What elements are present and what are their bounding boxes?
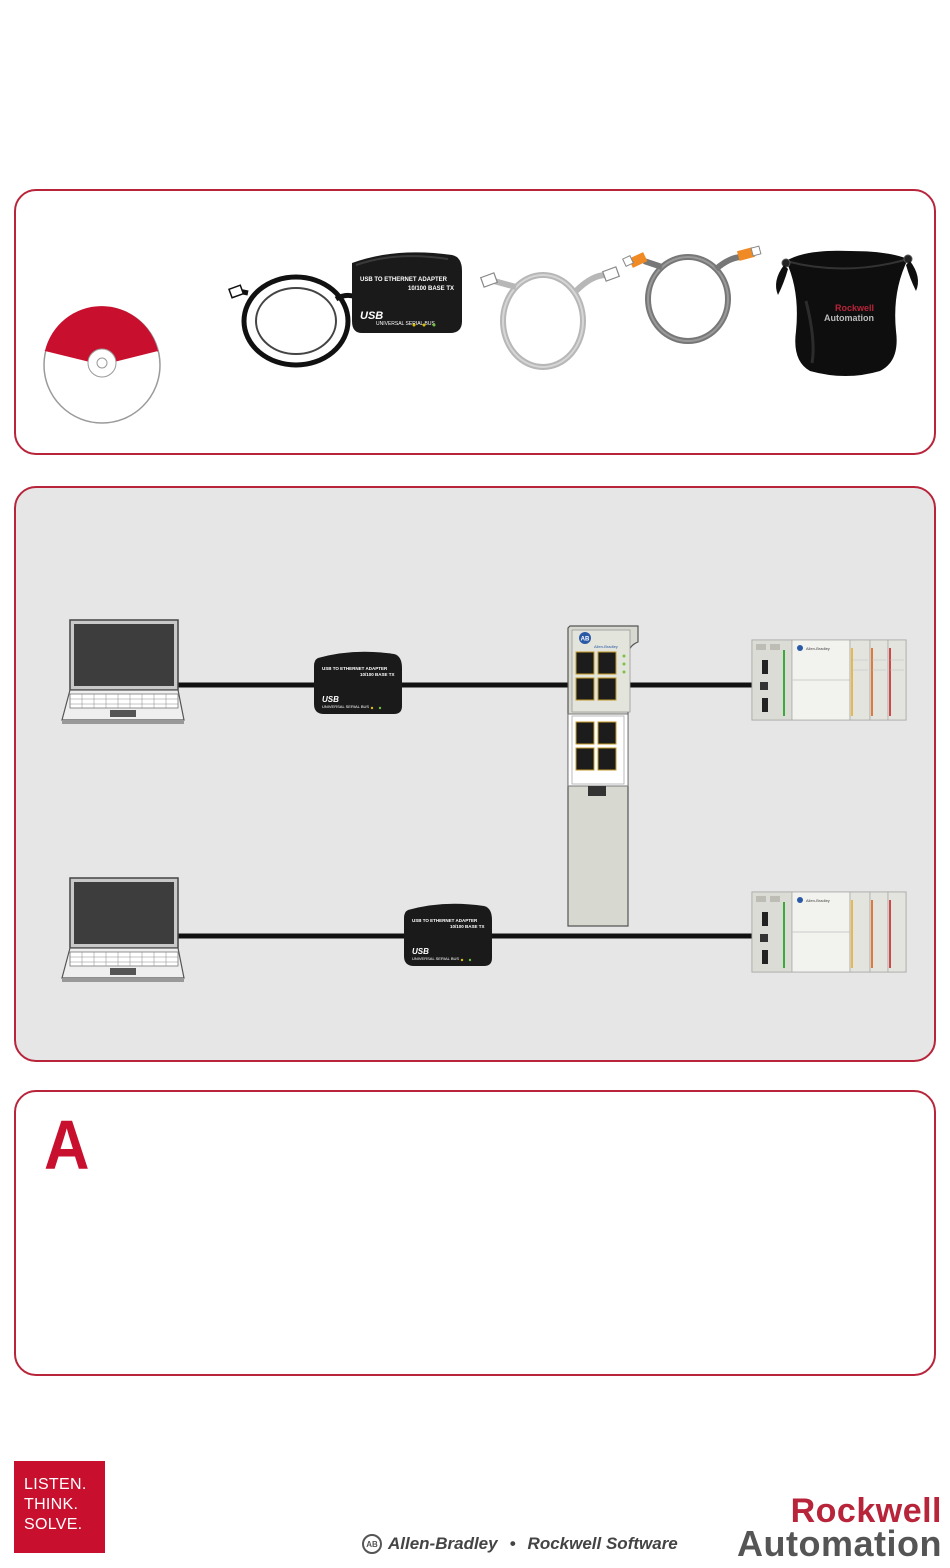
usb-ethernet-adapter-icon: USB TO ETHERNET ADAPTER 10/100 BASE TX U… <box>228 252 462 368</box>
brand-allen-bradley: Allen-Bradley <box>388 1534 498 1553</box>
adapter-label-2: 10/100 BASE TX <box>450 924 485 929</box>
step-letter: A <box>44 1106 90 1184</box>
adapter-bus: UNIVERSAL SERIAL BUS <box>412 956 459 961</box>
tagline-line-3: SOLVE. <box>24 1516 83 1533</box>
ethernet-switch-icon: AB Allen-Bradley <box>567 625 639 927</box>
controller-brand: Allen-Bradley <box>806 646 830 651</box>
direct-connection-row: USB TO ETHERNET ADAPTER 10/100 BASE TX U… <box>61 877 907 982</box>
adapter-bus: UNIVERSAL SERIAL BUS <box>322 704 369 709</box>
listen-think-solve-logo: LISTEN. THINK. SOLVE. <box>14 1461 105 1553</box>
controller-icon: Allen-Bradley <box>751 639 907 721</box>
adapter-label-1: USB TO ETHERNET ADAPTER <box>412 918 478 923</box>
kit-adapter-label-2: 10/100 BASE TX <box>408 286 454 292</box>
connection-diagram-panel: USB TO ETHERNET ADAPTER 10/100 BASE TX U… <box>14 486 936 1062</box>
ra-logo-line-1: Rockwell <box>790 1492 942 1530</box>
adapter-label-2: 10/100 BASE TX <box>360 672 395 677</box>
kit-contents-illustration: USB TO ETHERNET ADAPTER 10/100 BASE TX U… <box>43 245 918 424</box>
connection-diagram: USB TO ETHERNET ADAPTER 10/100 BASE TX U… <box>61 619 907 982</box>
note-panel: A <box>14 1090 936 1376</box>
tagline-line-1: LISTEN. <box>24 1476 87 1493</box>
kit-adapter-bus: UNIVERSAL SERIAL BUS <box>376 321 435 327</box>
brand-rockwell-software: Rockwell Software <box>527 1534 678 1553</box>
laptop-icon <box>61 619 185 724</box>
tagline-line-2: THINK. <box>24 1496 79 1513</box>
network-connection-row: USB TO ETHERNET ADAPTER 10/100 BASE TX U… <box>61 619 907 927</box>
adapter-usb: USB <box>322 695 339 704</box>
pouch-brand-line1: Rockwell <box>835 303 874 313</box>
laptop-icon <box>61 877 185 982</box>
grey-ethernet-cable-icon <box>479 266 621 370</box>
brand-separator: • <box>509 1534 516 1553</box>
software-cd-icon <box>43 306 161 424</box>
brand-line: AB Allen-Bradley • Rockwell Software <box>362 1534 678 1554</box>
pouch-brand-line2: Automation <box>824 313 874 323</box>
controller-brand: Allen-Bradley <box>806 898 830 903</box>
allen-bradley-logo-icon: AB <box>362 1534 382 1554</box>
crossover-ethernet-cable-icon <box>622 245 762 344</box>
switch-brand: Allen-Bradley <box>594 644 618 649</box>
controller-icon: Allen-Bradley <box>751 891 907 973</box>
kit-contents-panel: USB TO ETHERNET ADAPTER 10/100 BASE TX U… <box>14 189 936 455</box>
adapter-label-1: USB TO ETHERNET ADAPTER <box>322 666 388 671</box>
usb-ethernet-adapter-icon: USB TO ETHERNET ADAPTER 10/100 BASE TX U… <box>314 651 402 714</box>
ra-logo-line-2: Automation <box>737 1523 942 1564</box>
kit-adapter-usb: USB <box>360 310 383 322</box>
adapter-usb: USB <box>412 947 429 956</box>
rockwell-automation-logo: Rockwell Automation <box>737 1494 942 1562</box>
kit-adapter-label-1: USB TO ETHERNET ADAPTER <box>360 277 448 283</box>
switch-logo: AB <box>581 637 590 643</box>
carrying-pouch-icon: Rockwell Automation <box>776 250 918 376</box>
usb-ethernet-adapter-icon: USB TO ETHERNET ADAPTER 10/100 BASE TX U… <box>404 903 492 966</box>
